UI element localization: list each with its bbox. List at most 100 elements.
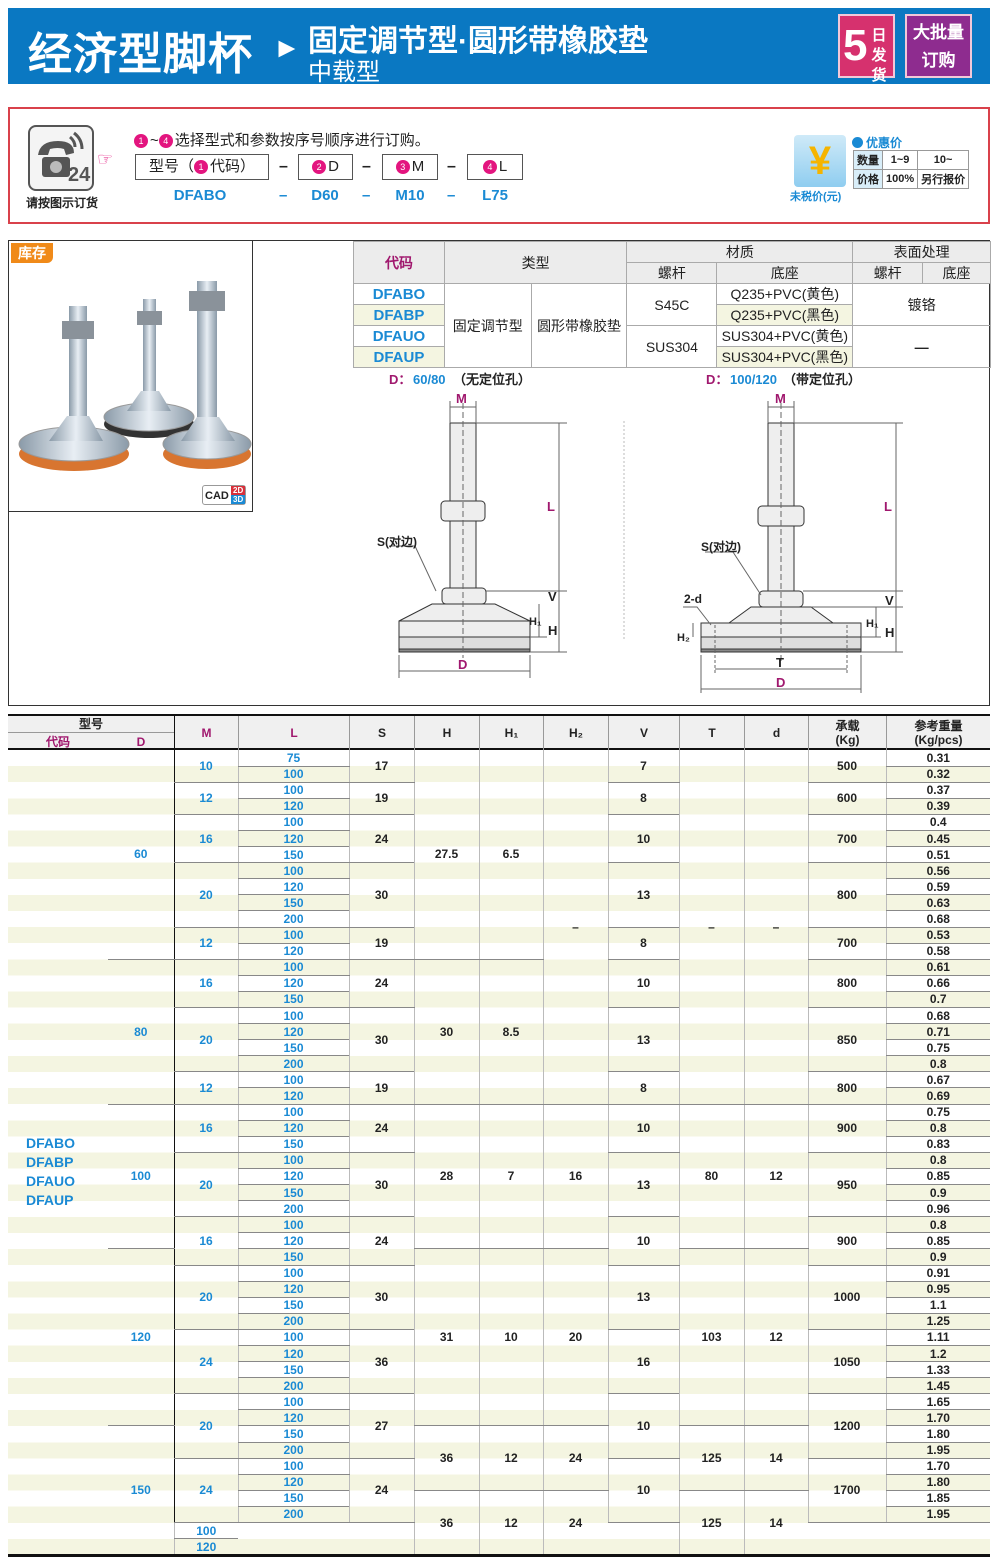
h1-cell: 12 — [478, 1425, 543, 1491]
cad-3d-label: 3D — [231, 495, 246, 504]
h1-cell: 6.5 — [478, 750, 543, 960]
load-cell: 950 — [807, 1152, 886, 1218]
screw-material-cell: SUS304 — [626, 325, 718, 368]
cad-label: CAD — [205, 490, 229, 502]
weight-cell: 1.33 — [885, 1361, 990, 1379]
m-cell: 24 — [173, 1329, 238, 1395]
l-cell: 120 — [237, 1409, 349, 1427]
m-cell: 20 — [173, 1007, 238, 1073]
l-cell: 120 — [237, 1120, 349, 1137]
s-cell: 27 — [348, 1393, 414, 1459]
h2-cell: 20 — [542, 1248, 608, 1427]
label-l: L — [884, 499, 892, 514]
weight-cell: 0.75 — [885, 1039, 990, 1057]
load-cell: 700 — [807, 927, 886, 960]
l-cell: 150 — [237, 1425, 349, 1443]
weight-cell: 1.65 — [885, 1393, 990, 1411]
weight-cell: 0.58 — [885, 943, 990, 960]
left-drawing — [389, 401, 625, 678]
cad-download-badge[interactable]: CAD 2D 3D — [202, 485, 246, 505]
pointing-hand-icon: ☞ — [97, 149, 114, 169]
s-cell: 30 — [348, 1152, 414, 1218]
weight-cell: 1.80 — [885, 1425, 990, 1443]
l-cell: 200 — [237, 1506, 349, 1524]
v-cell: 7 — [607, 750, 679, 783]
weight-cell: 0.8 — [885, 1055, 990, 1073]
h1-cell: 10 — [478, 1248, 543, 1427]
bullet-icon — [852, 137, 863, 148]
l-cell: 150 — [237, 1248, 349, 1266]
t-cell: 103 — [678, 1248, 744, 1427]
product-load-class: 中载型 — [308, 59, 380, 86]
l-cell: 120 — [237, 1087, 349, 1105]
s-cell: 30 — [348, 1007, 414, 1073]
label-s: S(对边) — [377, 534, 417, 549]
d-cell: 14 — [743, 1490, 808, 1556]
label-l: L — [547, 499, 555, 514]
load-cell: 600 — [807, 782, 886, 815]
weight-cell: 0.63 — [885, 894, 990, 912]
table-row: 100 — [8, 1522, 990, 1540]
t-cell: – — [678, 750, 744, 1105]
s-cell: 24 — [348, 1104, 414, 1153]
code-cell: DFAUO — [353, 325, 445, 347]
weight-cell: 0.7 — [885, 991, 990, 1009]
label-d: D — [776, 675, 785, 690]
header-h2: H₂ — [543, 716, 608, 750]
tilde: ~ — [150, 132, 159, 149]
d-cell: 12 — [743, 1248, 808, 1427]
load-cell: 850 — [807, 1007, 886, 1073]
m-cell: 10 — [173, 750, 238, 783]
dimension-drawings: D： 60/80 （无定位孔） D： 100/120 （带定位孔） — [377, 372, 903, 693]
table-row: 120 — [8, 1538, 990, 1556]
header-model: 型号 — [8, 716, 174, 733]
surface-cell: 镀铬 — [852, 283, 991, 326]
weight-cell: 1.1 — [885, 1297, 990, 1314]
m-cell: 12 — [173, 1071, 238, 1105]
code-cell: DFABO DFABP DFAUO DFAUP — [26, 1135, 75, 1209]
l-cell: 120 — [237, 1168, 349, 1186]
header-surface-screw: 螺杆 — [852, 262, 924, 284]
h2-cell: 16 — [542, 1104, 608, 1250]
m-cell: 16 — [173, 1104, 238, 1153]
weight-cell: 0.85 — [885, 1232, 990, 1250]
load-cell: 700 — [807, 814, 886, 864]
header-type: 类型 — [443, 241, 628, 284]
d-cell: 80 — [108, 959, 174, 1105]
step-circle: 2 — [312, 160, 327, 174]
l-cell: 100 — [237, 814, 349, 831]
label-s: S(对边) — [701, 539, 741, 554]
price-cell: 价格 — [853, 169, 883, 189]
s-cell: 24 — [348, 814, 414, 864]
l-cell: 200 — [237, 910, 349, 928]
weight-cell: 0.9 — [885, 1184, 990, 1202]
header-surface-base: 底座 — [922, 262, 991, 284]
v-cell: 10 — [607, 814, 679, 864]
l-cell: 120 — [237, 1345, 349, 1363]
v-cell: 10 — [607, 1104, 679, 1153]
phone-24-icon: 24 — [28, 125, 94, 191]
l-cell: 100 — [173, 1522, 238, 1540]
l-cell: 200 — [237, 1055, 349, 1073]
price-cell: 数量 — [853, 150, 883, 170]
m-cell: 24 — [173, 1458, 238, 1524]
l-cell: 100 — [237, 862, 349, 880]
weight-cell: 0.67 — [885, 1071, 990, 1089]
v-cell: 10 — [607, 1216, 679, 1266]
